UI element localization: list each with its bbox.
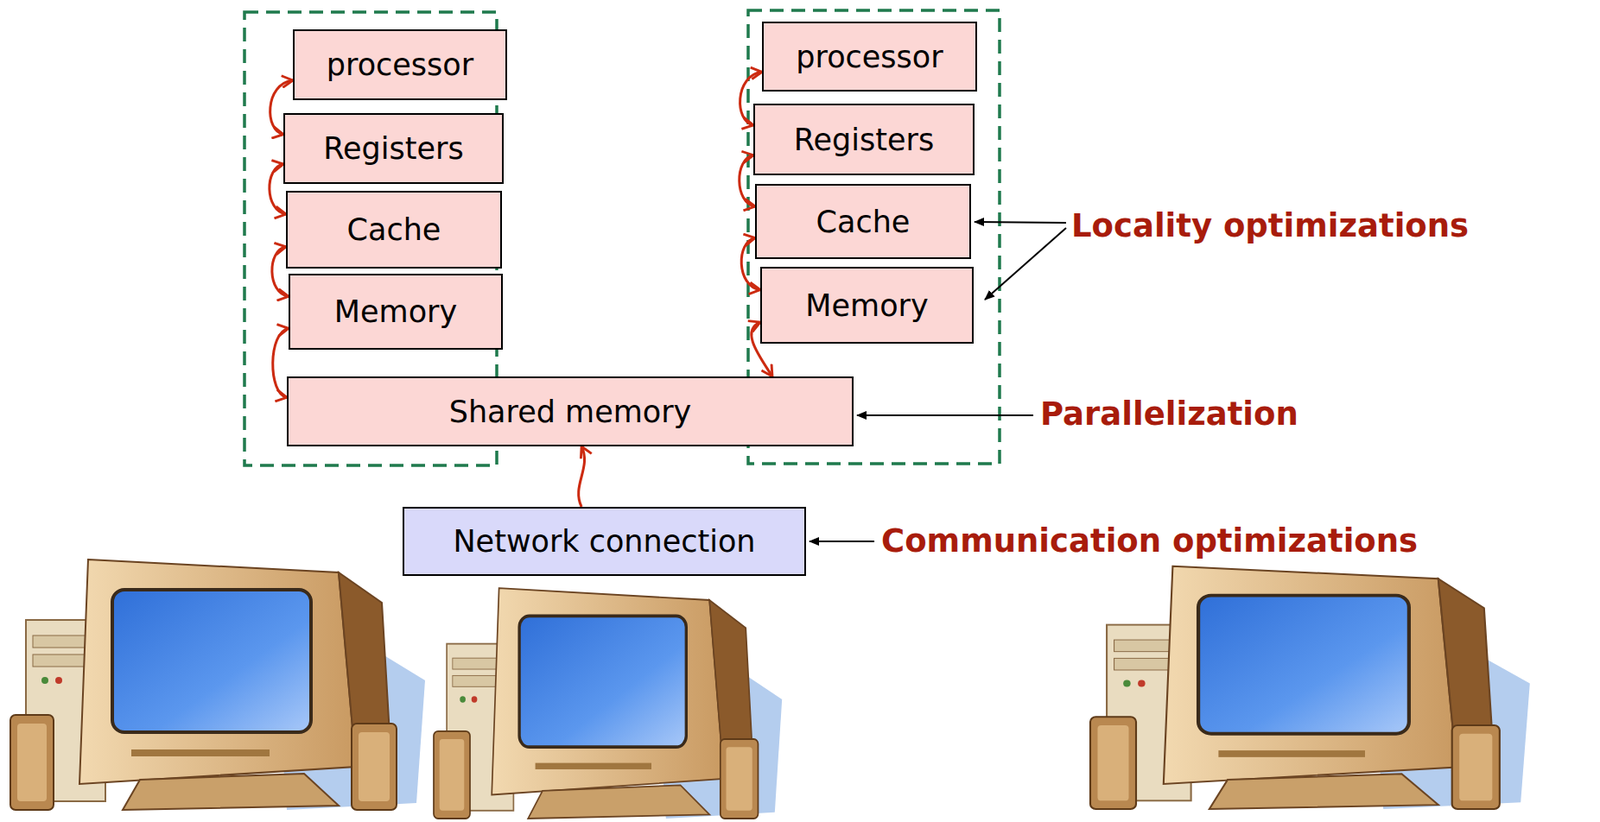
memory-box: Memory [760,266,974,344]
network-box: Network connection [402,507,807,577]
memory-box: processor [292,29,508,101]
memory-box: processor [761,21,978,92]
memory-box: Shared memory [286,376,854,447]
memory-box: Registers [283,113,504,185]
box-label: Cache [347,212,442,248]
memory-box: Cache [285,190,502,269]
callout-label: Locality optimizations [1071,209,1469,245]
box-label: Cache [816,204,911,240]
box-label: Registers [793,122,934,158]
box-label: Memory [334,294,458,330]
memory-box: Memory [288,273,503,350]
memory-box: Registers [753,103,975,176]
callout-label: Parallelization [1040,397,1299,433]
box-label: Registers [323,131,464,166]
box-label: Memory [805,288,928,324]
data-flow-arrow [578,446,585,508]
box-label: processor [326,47,474,83]
box-label: processor [795,39,943,75]
callout-label: Communication optimizations [881,524,1418,560]
memory-box: Cache [755,184,972,260]
box-label: Network connection [452,524,756,559]
box-label: Shared memory [449,394,693,430]
